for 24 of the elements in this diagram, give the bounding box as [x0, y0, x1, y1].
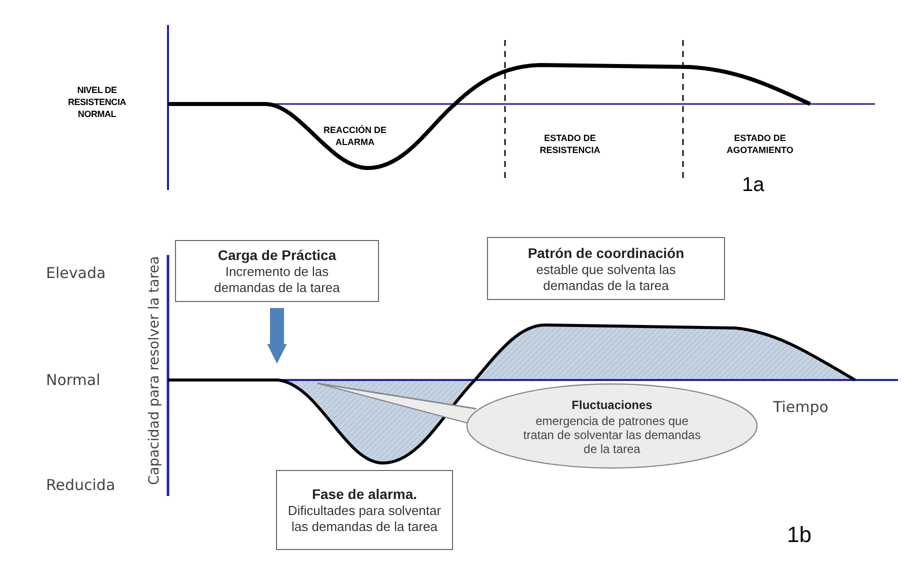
figure-label: 1a: [742, 173, 764, 198]
chart-label: REACCIÓN DE ALARMA: [322, 124, 388, 148]
box-heading: Fase de alarma.: [312, 485, 418, 503]
figure-label: 1b: [787, 521, 812, 549]
chart-label: Elevada: [46, 263, 106, 284]
text-box: [276, 470, 453, 550]
chart-label: NIVEL DE RESISTENCIA NORMAL: [66, 84, 128, 120]
chart-label: ESTADO DE RESISTENCIA: [538, 132, 602, 156]
box-text: Dificultades para solventar las demandas de la tarea: [286, 503, 442, 535]
block-arrow: [267, 308, 287, 364]
callout-ellipse: [466, 383, 758, 469]
box-heading: Carga de Práctica: [218, 246, 336, 264]
box-text: estable que solventa las demandas de la tarea: [535, 262, 677, 294]
box-text: emergencia de patrones que tratan de solventar las demandas de la tarea: [522, 414, 702, 456]
chart-label: Reducida: [46, 475, 116, 496]
text-box: [487, 237, 725, 300]
chart-label: Normal: [46, 370, 100, 391]
box-text: Incremento de las demandas de la tarea: [213, 264, 341, 296]
chart-label: ESTADO DE AGOTAMIENTO: [726, 132, 794, 156]
axis-title: Capacidad para resolver la tarea: [146, 256, 164, 486]
text-box: [175, 240, 379, 302]
box-heading: Fluctuaciones: [572, 397, 652, 414]
box-heading: Patrón de coordinación: [528, 244, 684, 262]
chart-label: Tiempo: [773, 397, 828, 418]
